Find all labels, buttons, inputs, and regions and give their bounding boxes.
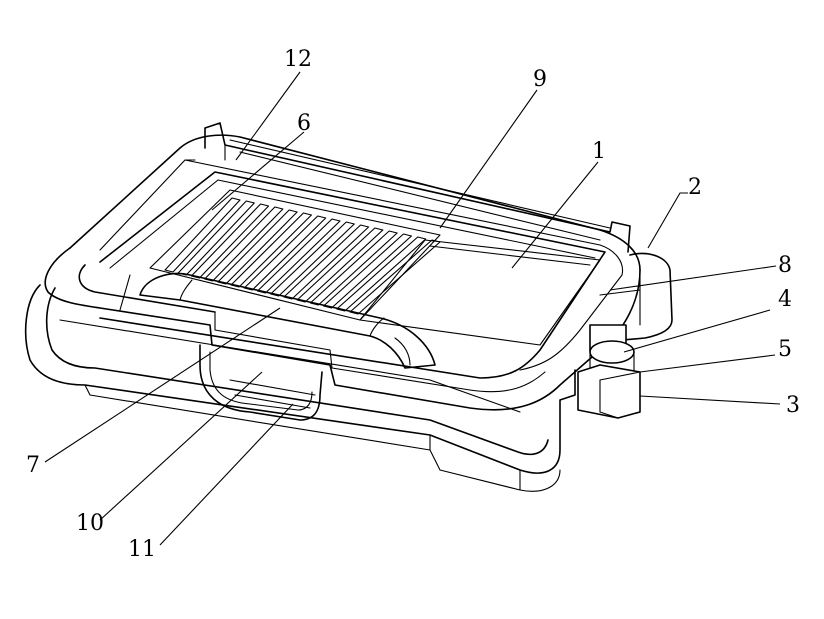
label-7: 7 (26, 453, 40, 478)
grill-grate (149, 189, 441, 321)
grill-ribs (164, 197, 441, 315)
leader-8 (609, 265, 777, 291)
grill-rib (336, 236, 427, 312)
grill-rib (270, 221, 355, 297)
leader-7 (44, 307, 281, 463)
leader-11 (159, 403, 294, 546)
grill-rib (164, 197, 241, 273)
leader-lines (44, 71, 781, 546)
grill-rib (323, 233, 412, 309)
label-5: 5 (778, 337, 792, 362)
grill-rib (349, 239, 441, 315)
label-11: 11 (128, 537, 156, 562)
grill-rib (309, 230, 398, 306)
leader-2 (647, 192, 688, 249)
leader-3 (639, 395, 781, 405)
grill-rib (296, 227, 384, 303)
label-3: 3 (786, 393, 800, 418)
grill-rib (177, 200, 255, 276)
reference-numerals: 12 6 9 1 2 8 4 5 3 7 10 11 (26, 47, 800, 562)
side-control (577, 252, 673, 419)
grill-rib (230, 212, 312, 288)
outer-frame (44, 134, 641, 411)
label-9: 9 (533, 67, 547, 92)
grill-rib (256, 218, 341, 294)
rear-rail (204, 122, 631, 253)
leader-9 (439, 89, 538, 229)
inner-tray (99, 171, 606, 379)
leader-4 (623, 309, 771, 353)
label-2: 2 (688, 175, 702, 200)
grill-rib (283, 224, 370, 300)
leader-5 (639, 354, 776, 373)
label-6: 6 (297, 111, 311, 136)
label-8: 8 (778, 253, 792, 278)
label-1: 1 (592, 139, 606, 164)
label-12: 12 (284, 47, 312, 72)
front-handle (199, 344, 323, 421)
leader-1 (511, 161, 599, 269)
grill-rib (204, 206, 284, 282)
grill-rib (217, 209, 298, 285)
label-4: 4 (778, 287, 792, 312)
label-10: 10 (76, 511, 104, 536)
leader-6 (211, 131, 305, 211)
leader-12 (235, 71, 301, 161)
grill-rib (243, 215, 327, 291)
base-housing (24, 284, 576, 492)
leader-10 (99, 371, 263, 521)
grill-rib (190, 203, 270, 279)
center-handle-bar (139, 272, 436, 369)
